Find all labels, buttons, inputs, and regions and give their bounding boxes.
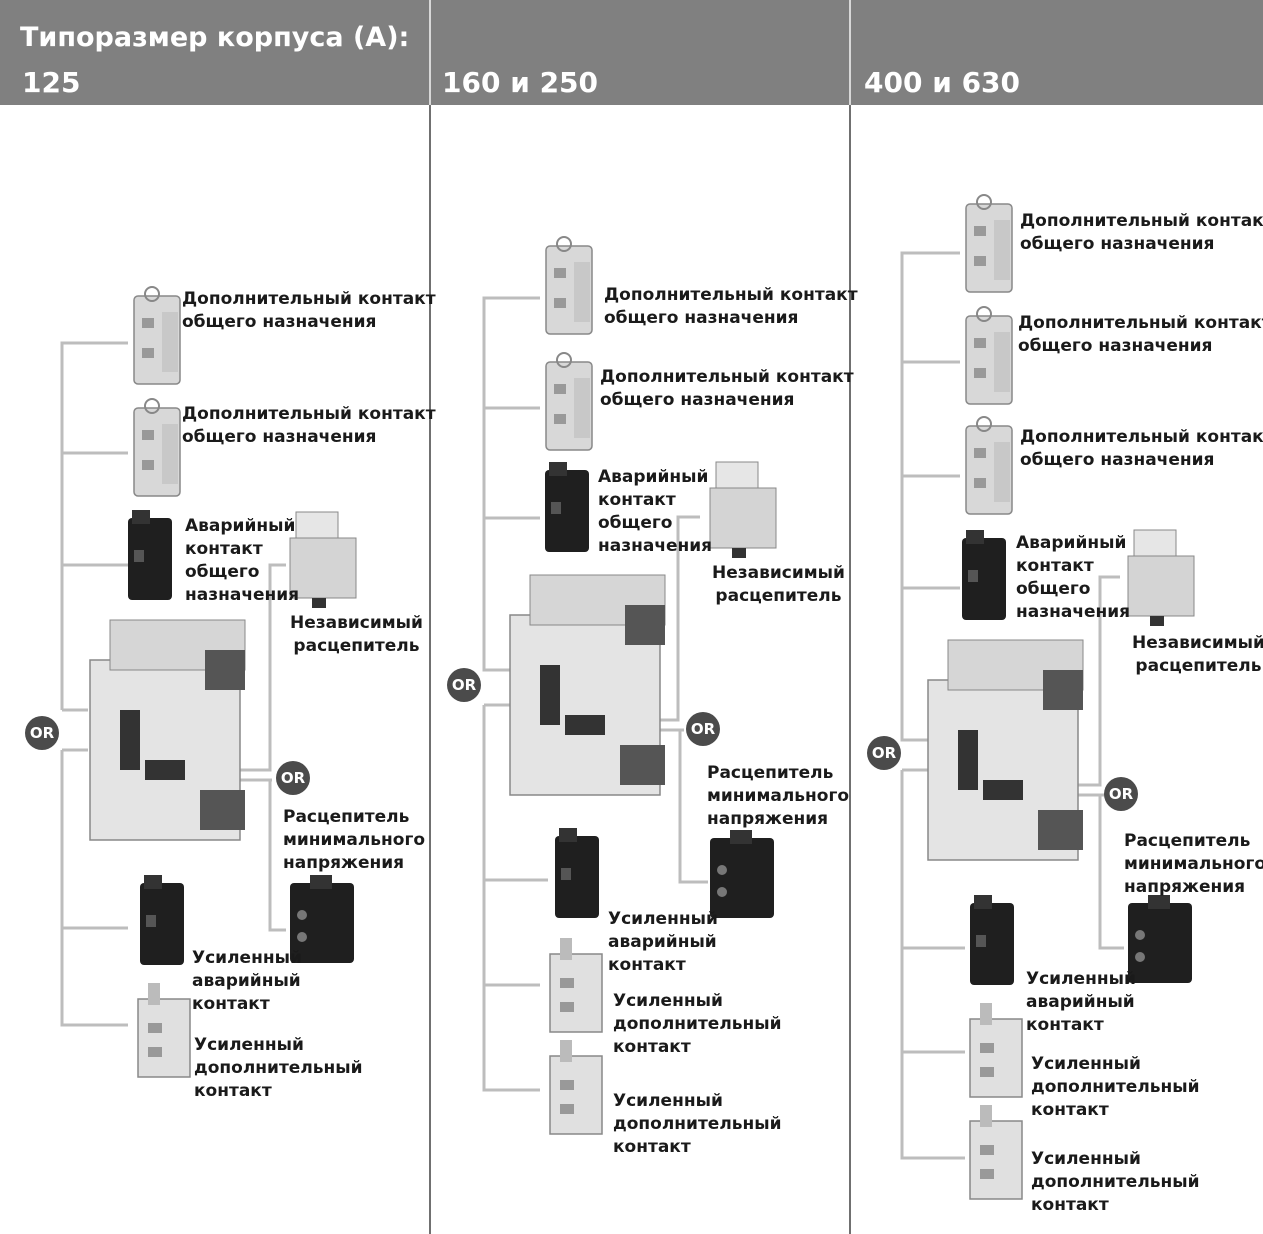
undervoltage-label: Расцепитель минимального напряжения: [1124, 831, 1263, 897]
aux-contact-label: Дополнительный контакт общего назначения: [182, 404, 436, 447]
reinforced-aux-label: Усиленный дополнительный контакт: [194, 1035, 363, 1101]
header-divider: [849, 0, 851, 105]
shunt-trip-label: Независимый расцепитель: [290, 613, 423, 656]
header-divider: [429, 0, 431, 105]
undervoltage-label: Расцепитель минимального напряжения: [707, 763, 850, 829]
reinforced-aux-label: Усиленный дополнительный контакт: [1031, 1054, 1200, 1120]
reinforced-alarm-label: Усиленный аварийный контакт: [192, 948, 302, 1014]
or-badge: OR: [276, 761, 310, 795]
or-badge: OR: [447, 668, 481, 702]
header-bar: [0, 0, 1263, 105]
alarm-contact-label: Аварийный контакт общего назначения: [185, 516, 300, 605]
reinforced-alarm-label: Усиленный аварийный контакт: [608, 909, 718, 975]
column-divider: [429, 105, 431, 1234]
reinforced-alarm-label: Усиленный аварийный контакт: [1026, 969, 1136, 1035]
col-160-250-title: 160 и 250: [442, 66, 599, 99]
col-400-630-title: 400 и 630: [864, 66, 1021, 99]
aux-contact-label: Дополнительный контакт общего назначения: [604, 285, 858, 328]
shunt-trip-label: Независимый расцепитель: [1132, 633, 1263, 676]
alarm-contact-label: Аварийный контакт общего назначения: [598, 467, 713, 556]
frame-size-title: Типоразмер корпуса (А):: [20, 22, 410, 53]
reinforced-aux-label: Усиленный дополнительный контакт: [613, 1091, 782, 1157]
alarm-contact-label: Аварийный контакт общего назначения: [1016, 533, 1131, 622]
aux-contact-label: Дополнительный контакт общего назначения: [1020, 427, 1263, 470]
shunt-trip-label: Независимый расцепитель: [712, 563, 845, 606]
or-badge: OR: [25, 716, 59, 750]
aux-contact-label: Дополнительный контакт общего назначения: [1018, 313, 1263, 356]
or-badge: OR: [1104, 777, 1138, 811]
reinforced-aux-label: Усиленный дополнительный контакт: [613, 991, 782, 1057]
aux-contact-label: Дополнительный контакт общего назначения: [600, 367, 854, 410]
col-125-title: 125: [22, 66, 81, 99]
undervoltage-label: Расцепитель минимального напряжения: [283, 807, 426, 873]
reinforced-aux-label: Усиленный дополнительный контакт: [1031, 1149, 1200, 1215]
column-divider: [849, 105, 851, 1234]
aux-contact-label: Дополнительный контакт общего назначения: [182, 289, 436, 332]
or-badge: OR: [867, 736, 901, 770]
or-badge: OR: [686, 712, 720, 746]
aux-contact-label: Дополнительный контакт общего назначения: [1020, 211, 1263, 254]
